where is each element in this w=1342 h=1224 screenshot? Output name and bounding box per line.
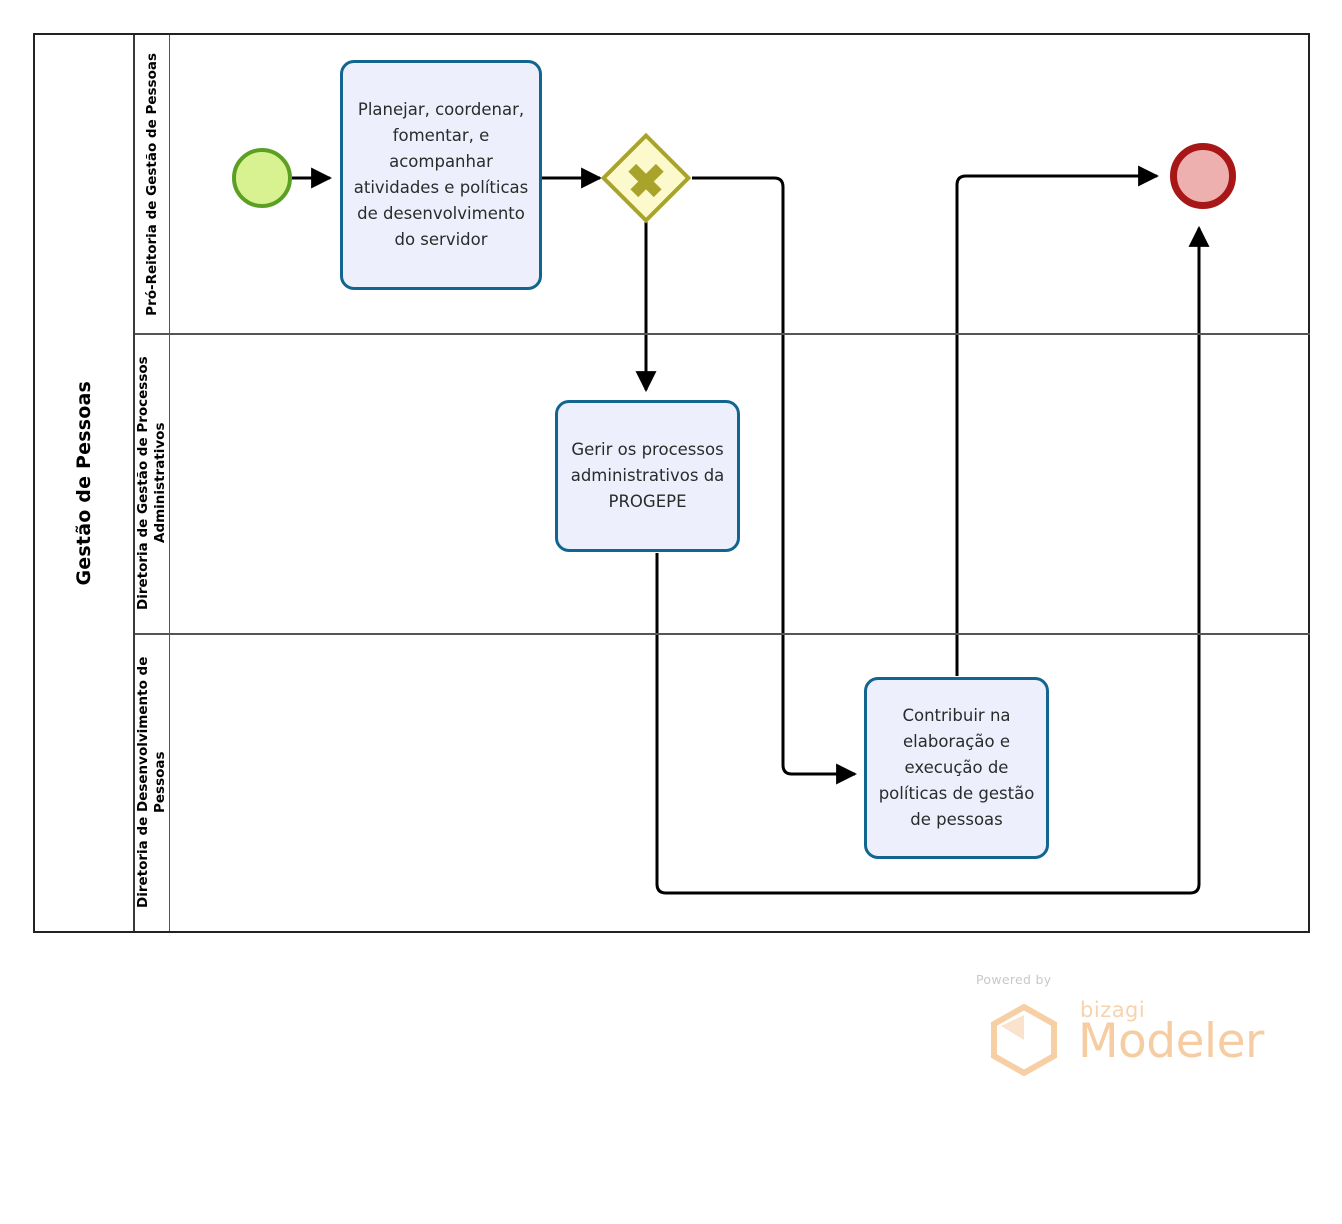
lane-3-header: Diretoria de Desenvolvimento de Pessoas xyxy=(135,633,170,931)
sequence-flow-task3-to-end xyxy=(955,165,1160,676)
lane-diretoria-de-desenvolvimento-de-pessoas: Diretoria de Desenvolvimento de Pessoas xyxy=(135,633,1310,931)
task-contribuir-elaboracao-execucao-politicas[interactable]: Contribuir na elaboração e execução de p… xyxy=(864,677,1049,859)
end-event[interactable] xyxy=(1170,143,1236,209)
start-event[interactable] xyxy=(232,148,292,208)
task-planejar-coordenar-fomentar[interactable]: Planejar, coordenar, fomentar, e acompan… xyxy=(340,60,542,290)
lane-diretoria-de-gestao-de-processos-administrativos: Diretoria de Gestão de Processos Adminis… xyxy=(135,333,1310,633)
lane-1-header: Pró-Reitoria de Gestão de Pessoas xyxy=(135,35,170,333)
lane-pro-reitoria-de-gestao-de-pessoas: Pró-Reitoria de Gestão de Pessoas xyxy=(135,35,1310,333)
task-gerir-processos-administrativos[interactable]: Gerir os processos administrativos da PR… xyxy=(555,400,740,552)
sequence-flow-task2-to-end xyxy=(655,225,1210,895)
task-2-label: Gerir os processos administrativos da PR… xyxy=(570,440,725,511)
sequence-flow-gateway-to-task3 xyxy=(692,176,858,785)
lane-1-label: Pró-Reitoria de Gestão de Pessoas xyxy=(143,52,160,316)
lane-divider-1 xyxy=(135,333,1310,335)
pool-gestao-de-pessoas: Gestão de Pessoas Pró-Reitoria de Gestão… xyxy=(33,33,1310,933)
task-1-label: Planejar, coordenar, fomentar, e acompan… xyxy=(353,100,529,249)
task-3-label: Contribuir na elaboração e execução de p… xyxy=(878,706,1035,829)
lane-3-label: Diretoria de Desenvolvimento de Pessoas xyxy=(135,656,168,908)
watermark-product-label: Modeler xyxy=(1078,1014,1264,1069)
bizagi-hexagon-logo-icon xyxy=(991,1004,1057,1076)
bizagi-watermark: Powered by bizagi Modeler xyxy=(968,972,1264,1076)
pool-header: Gestão de Pessoas xyxy=(35,35,135,931)
lane-divider-2 xyxy=(135,633,1310,635)
watermark-powered-by-label: Powered by xyxy=(976,972,1052,987)
lane-2-header: Diretoria de Gestão de Processos Adminis… xyxy=(135,333,170,633)
lane-2-label: Diretoria de Gestão de Processos Adminis… xyxy=(135,356,168,610)
watermark-brand-label: bizagi xyxy=(1080,998,1146,1022)
pool-title: Gestão de Pessoas xyxy=(73,380,95,586)
